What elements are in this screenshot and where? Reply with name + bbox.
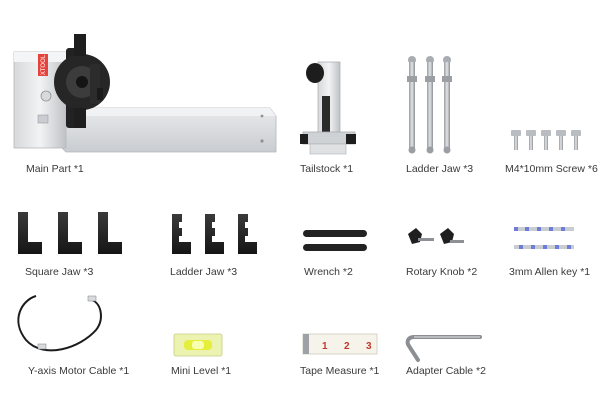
tailstock-image (300, 61, 356, 155)
label-wrench: Wrench *2 (304, 266, 353, 278)
label-main-part: Main Part *1 (26, 163, 84, 175)
label-square-jaw: Square Jaw *3 (25, 266, 93, 278)
brand-mark-text: XTOOL (41, 54, 47, 75)
label-y-axis-cable: Y-axis Motor Cable *1 (28, 365, 129, 377)
tape-measure-image: 1 2 3 (302, 333, 378, 355)
label-adapter-cable: Adapter Cable *2 (406, 365, 486, 377)
label-tailstock: Tailstock *1 (300, 163, 353, 175)
tape-mark-2: 2 (344, 341, 350, 352)
adapter-cable-image (405, 335, 482, 362)
tape-mark-1: 1 (322, 341, 328, 352)
ladder-jaw-blocks-image (172, 214, 257, 254)
rotary-knobs-image (408, 228, 464, 244)
label-rotary-knob: Rotary Knob *2 (406, 266, 477, 278)
main-part-image: XTOOL (13, 34, 277, 153)
mini-level-image (173, 333, 223, 357)
square-jaws-image (18, 212, 122, 254)
wrench-image (303, 230, 367, 251)
label-tape-measure: Tape Measure *1 (300, 365, 380, 377)
label-m4-screw: M4*10mm Screw *6 (505, 163, 598, 175)
label-mini-level: Mini Level *1 (171, 365, 231, 377)
label-allen-key: 3mm Allen key *1 (509, 266, 590, 278)
label-ladder-jaw-blocks: Ladder Jaw *3 (170, 266, 237, 278)
ladder-jaw-rods-image (407, 56, 452, 154)
label-ladder-jaw-rods: Ladder Jaw *3 (406, 163, 473, 175)
allen-keys-image (514, 227, 574, 249)
m4-screws-image (511, 130, 581, 150)
y-axis-cable-image (17, 295, 102, 352)
tape-mark-3: 3 (366, 341, 372, 352)
